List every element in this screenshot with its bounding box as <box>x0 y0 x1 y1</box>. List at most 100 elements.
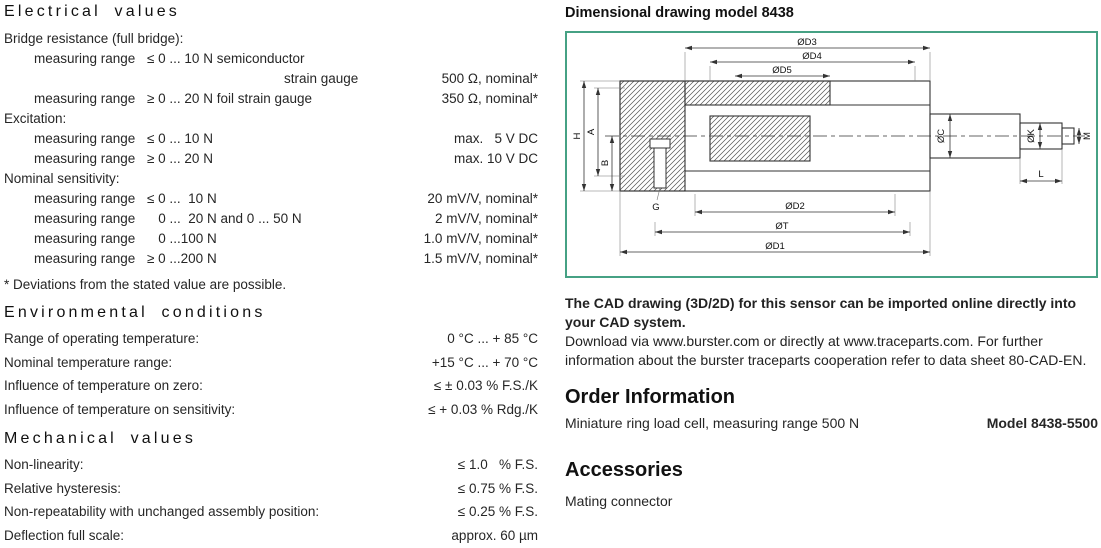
dim-label-d3: ØD3 <box>797 37 817 48</box>
spec-value: 0 °C ... + 85 °C <box>447 331 538 346</box>
dim-label-m: M <box>1082 132 1093 140</box>
spec-label: Influence of temperature on sensitivity: <box>4 401 236 417</box>
specs-column: Electrical values Bridge resistance (ful… <box>4 2 538 547</box>
spec-label: Influence of temperature on zero: <box>4 378 203 393</box>
dim-label-b: B <box>600 160 611 166</box>
dim-label-d2: ØD2 <box>785 201 805 212</box>
hatched-top-plate <box>684 80 831 106</box>
drawing-box: ØD3 ØD4 ØD5 ØD2 ØT ØD1 H A B ØC ØK M L G <box>565 31 1098 278</box>
spec-value: ≤ 1.0 % F.S. <box>457 457 538 472</box>
spec-label: measuring range <box>34 131 136 146</box>
top-plate-outline <box>684 80 831 106</box>
spec-label: Non-repeatability with unchanged assembl… <box>4 504 320 519</box>
spec-value: approx. 60 µm <box>451 527 538 543</box>
spec-row: Nominal temperature range: +15 °C ... + … <box>4 351 538 375</box>
spec-row: measuring range 0 ...100 N 1.0 mV/V, nom… <box>4 229 538 249</box>
spec-range: ≥ 0 ... 20 N foil strain gauge <box>147 91 312 106</box>
spec-row: measuring range ≥ 0 ...200 N 1.5 mV/V, n… <box>4 249 538 269</box>
spec-row: measuring range ≤ 0 ... 10 N 20 mV/V, no… <box>4 189 538 209</box>
drawing-column: Dimensional drawing model 8438 <box>565 4 1098 511</box>
dim-label-d5: ØD5 <box>772 65 792 76</box>
spec-value: 500 Ω, nominal* <box>441 71 538 86</box>
traceparts-link[interactable]: www.traceparts.com <box>843 333 970 349</box>
spec-row: Range of operating temperature: 0 °C ...… <box>4 327 538 351</box>
spec-row: Non-repeatability with unchanged assembl… <box>4 500 538 524</box>
sensitivity-heading: Nominal sensitivity: <box>4 171 120 186</box>
section-title-environmental: Environmental conditions <box>4 304 266 321</box>
spec-label: Non-linearity: <box>4 457 84 472</box>
cad-paragraph: The CAD drawing (3D/2D) for this sensor … <box>565 294 1098 370</box>
spec-label: Relative hysteresis: <box>4 480 122 496</box>
drawing-title: Dimensional drawing model 8438 <box>565 5 794 21</box>
spec-row: measuring range ≥ 0 ... 20 N foil strain… <box>4 89 538 109</box>
spec-label: measuring range <box>34 191 136 206</box>
spec-label: measuring range <box>34 231 136 246</box>
cad-intro-bold: The CAD drawing (3D/2D) for this sensor … <box>565 295 1077 330</box>
spec-row: strain gauge 500 Ω, nominal* <box>4 69 538 89</box>
spec-row: Deflection full scale: approx. 60 µm <box>4 524 538 548</box>
section-title-mechanical: Mechanical values <box>4 430 197 447</box>
spec-row: Relative hysteresis: ≤ 0.75 % F.S. <box>4 477 538 501</box>
g-leader-line <box>656 187 661 201</box>
spec-range: ≥ 0 ... 20 N <box>147 151 213 166</box>
spec-value: ≤ 0.75 % F.S. <box>457 480 538 496</box>
spec-range: ≤ 0 ... 10 N semiconductor <box>147 51 305 66</box>
dim-label-d4: ØD4 <box>802 51 822 62</box>
dim-label-a: A <box>586 128 597 135</box>
spec-value: 2 mV/V, nominal* <box>434 211 538 226</box>
order-model-number: Model 8438-5500 <box>986 415 1098 431</box>
hatched-inner-sleeve <box>709 115 811 162</box>
spec-range: 0 ... 20 N and 0 ... 50 N <box>147 211 302 226</box>
spec-label: Nominal temperature range: <box>4 354 173 370</box>
spec-range: ≤ 0 ... 10 N <box>147 131 213 146</box>
spec-row: measuring range ≤ 0 ... 10 N semiconduct… <box>4 49 538 69</box>
spec-value: max. 5 V DC <box>453 131 538 146</box>
spec-value: +15 °C ... + 70 °C <box>431 354 538 370</box>
bridge-resistance-heading: Bridge resistance (full bridge): <box>4 31 184 46</box>
burster-link[interactable]: www.burster.com <box>652 333 760 349</box>
dim-label-d1: ØD1 <box>765 241 785 252</box>
accessory-item: Mating connector <box>565 493 673 509</box>
dim-label-c: ØC <box>936 129 947 143</box>
spec-label: Deflection full scale: <box>4 527 125 543</box>
spec-row: Influence of temperature on sensitivity:… <box>4 398 538 422</box>
spec-label: measuring range <box>34 251 136 266</box>
dim-label-h: H <box>572 132 583 139</box>
bolt <box>649 138 671 189</box>
spec-range: 0 ...100 N <box>147 231 217 246</box>
spec-value: ≤ 0.25 % F.S. <box>457 504 538 519</box>
cad-text: . For further information about the burs… <box>565 333 1087 368</box>
excitation-heading: Excitation: <box>4 111 67 126</box>
spec-value: 1.0 mV/V, nominal* <box>423 231 538 246</box>
spec-value: 350 Ω, nominal* <box>441 91 538 106</box>
spec-range: strain gauge <box>284 71 359 86</box>
spec-label: measuring range <box>34 91 136 106</box>
dim-label-k: ØK <box>1026 128 1037 142</box>
cad-text: or directly at <box>759 333 844 349</box>
spec-value: 20 mV/V, nominal* <box>427 191 538 206</box>
spec-label <box>4 69 147 89</box>
spec-label: Range of operating temperature: <box>4 331 200 346</box>
dimensional-drawing: ØD3 ØD4 ØD5 ØD2 ØT ØD1 H A B ØC ØK M L G <box>572 37 1093 256</box>
section-title-electrical: Electrical values <box>4 3 181 20</box>
spec-row: measuring range ≥ 0 ... 20 N max. 10 V D… <box>4 149 538 169</box>
deviation-footnote: * Deviations from the stated value are p… <box>4 277 287 292</box>
spec-row: measuring range ≤ 0 ... 10 N max. 5 V DC <box>4 129 538 149</box>
spec-value: ≤ + 0.03 % Rdg./K <box>428 401 538 417</box>
spec-row: Influence of temperature on zero: ≤ ± 0.… <box>4 374 538 398</box>
dim-label-t: ØT <box>775 221 788 232</box>
inner-sleeve-outline <box>709 115 811 162</box>
spec-range: ≤ 0 ... 10 N <box>147 191 217 206</box>
spec-label: measuring range <box>34 211 136 226</box>
spec-row: measuring range 0 ... 20 N and 0 ... 50 … <box>4 209 538 229</box>
dim-label-g: G <box>652 202 659 213</box>
cad-text: Download via <box>565 333 653 349</box>
spec-value: 1.5 mV/V, nominal* <box>423 251 538 266</box>
spec-row: Non-linearity: ≤ 1.0 % F.S. <box>4 453 538 477</box>
spec-label: measuring range <box>34 51 136 66</box>
spec-value: ≤ ± 0.03 % F.S./K <box>433 378 538 393</box>
dim-label-l: L <box>1038 169 1043 180</box>
spec-value: max. 10 V DC <box>453 151 538 166</box>
spec-range: ≥ 0 ...200 N <box>147 251 217 266</box>
